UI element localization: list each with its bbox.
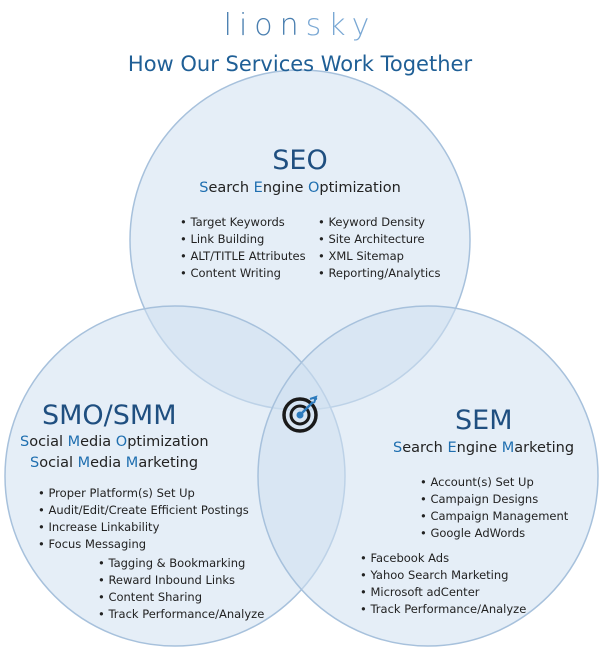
logo-lion: lion [223,8,306,43]
list-item: Google AdWords [420,525,568,542]
list-item: Content Writing [180,265,306,282]
seo-list-right: Keyword DensitySite ArchitectureXML Site… [318,214,440,282]
list-item: Link Building [180,231,306,248]
sem-list-1: Account(s) Set UpCampaign DesignsCampaig… [420,474,568,542]
page-title: How Our Services Work Together [127,52,473,76]
list-item: XML Sitemap [318,248,440,265]
sem-subtitle: Search Engine Marketing [393,440,575,456]
list-item: Keyword Density [318,214,440,231]
list-item: Yahoo Search Marketing [360,567,526,584]
seo-subtitle: Search Engine Optimization [199,180,401,196]
list-item: Reward Inbound Links [98,572,264,589]
list-item: Campaign Designs [420,491,568,508]
sem-heading: SEM [455,405,513,436]
list-item: Tagging & Bookmarking [98,555,264,572]
smo-list-2: Tagging & BookmarkingReward Inbound Link… [98,555,264,623]
smo-subtitle-2: Social Media Marketing [30,455,199,471]
list-item: Proper Platform(s) Set Up [38,485,249,502]
smo-heading: SMO/SMM [42,400,177,431]
list-item: Reporting/Analytics [318,265,440,282]
list-item: Content Sharing [98,589,264,606]
list-item: Track Performance/Analyze [98,606,264,623]
sem-list-2: Facebook AdsYahoo Search MarketingMicros… [360,550,526,618]
list-item: Increase Linkability [38,519,249,536]
list-item: Focus Messaging [38,536,249,553]
list-item: Track Performance/Analyze [360,601,526,618]
list-item: Site Architecture [318,231,440,248]
logo-sky: sky [305,8,377,43]
smo-list-1: Proper Platform(s) Set UpAudit/Edit/Crea… [38,485,249,553]
smo-subtitle-1: Social Media Optimization [20,434,209,450]
list-item: Campaign Management [420,508,568,525]
list-item: Account(s) Set Up [420,474,568,491]
list-item: Microsoft adCenter [360,584,526,601]
list-item: Facebook Ads [360,550,526,567]
target-icon [282,395,318,433]
list-item: ALT/TITLE Attributes [180,248,305,265]
logo: lionsky [0,8,600,43]
list-item: Audit/Edit/Create Efficient Postings [38,502,248,519]
seo-list-left: Target KeywordsLink BuildingALT/TITLE At… [180,214,306,282]
list-item: Target Keywords [180,214,306,231]
seo-heading: SEO [272,145,328,176]
